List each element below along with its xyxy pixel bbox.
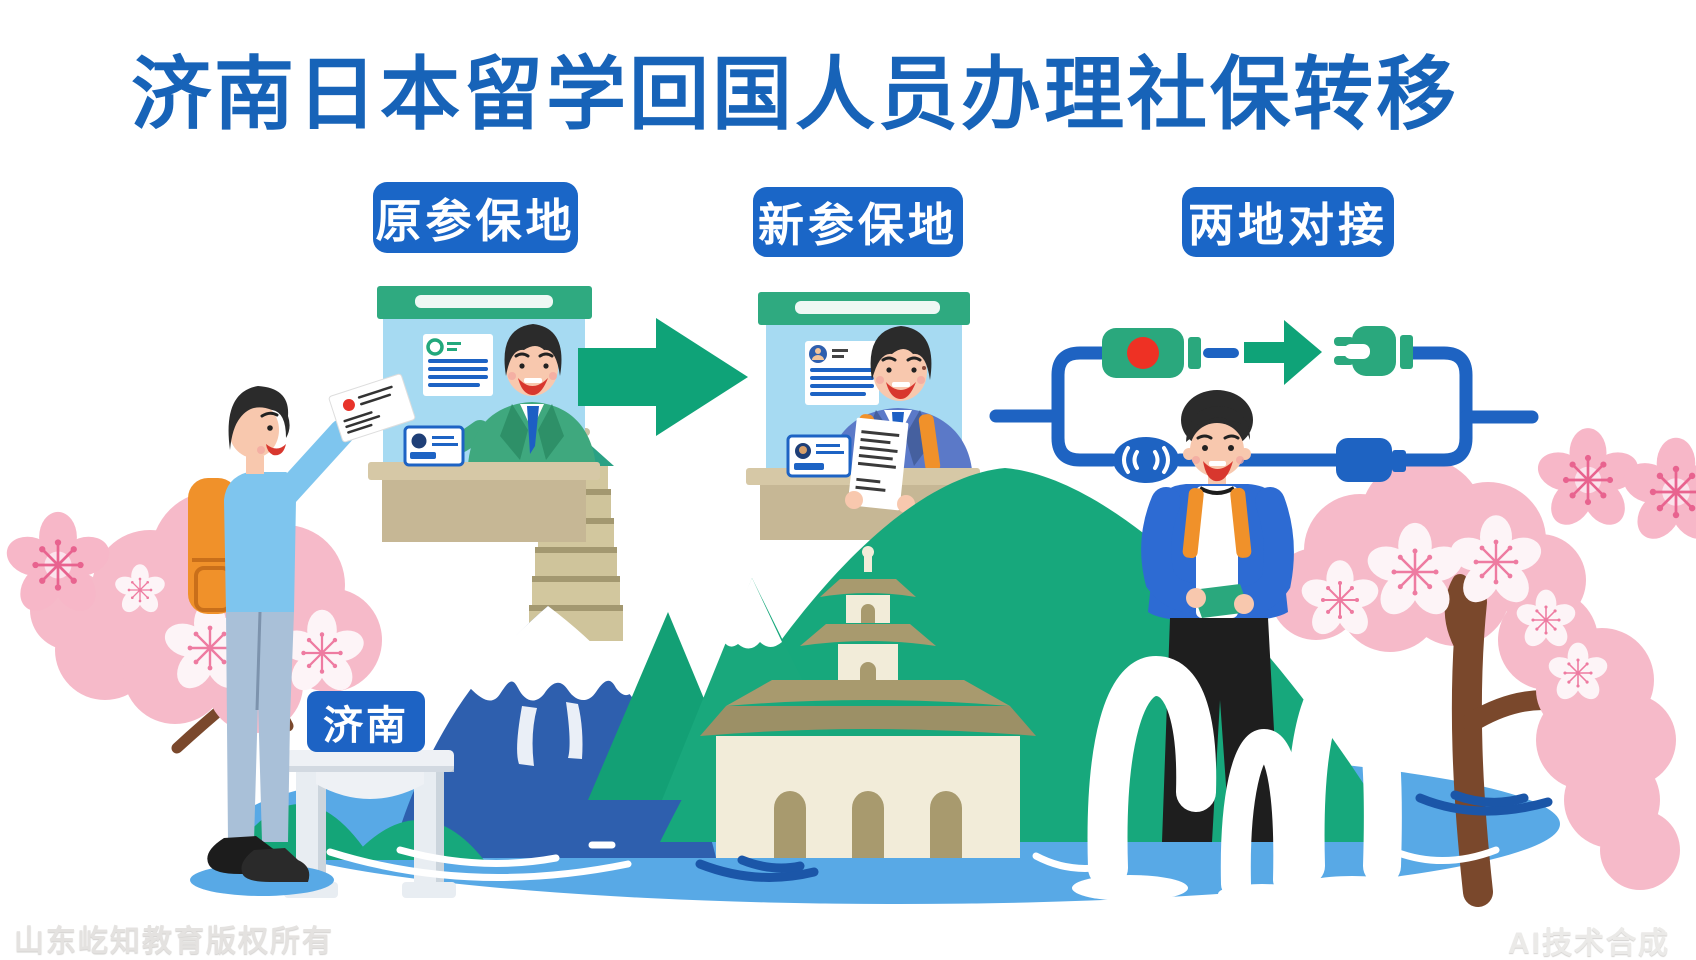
transfer-arrow-icon [578,318,748,436]
counter-original [368,286,600,542]
application-document [847,417,909,511]
transfer-document [328,373,416,443]
cherry-blossom-right [1270,428,1696,907]
wireless-link-connector-icon [1113,437,1179,483]
step-label-link-places: 两地对接 [1182,187,1394,257]
step-label-new-place: 新参保地 [753,187,963,257]
step-label-original-place: 原参保地 [373,182,578,253]
blue-connector-block-icon [1336,438,1406,482]
notice-poster [805,341,879,405]
pagoda-temple [700,546,1036,858]
id-card [786,434,852,478]
connection-diagram [989,320,1539,483]
counter-body [382,480,586,542]
jinan-city-sign: 济南 [307,691,425,752]
baotu-spring-fountain [1072,655,1408,904]
page-title: 济南日本留学回国人员办理社保转移 [131,50,1459,139]
plug-with-red-indicator-icon [1102,328,1201,378]
ai-generated-watermark: AI技术合成 [1508,927,1670,960]
copyright-watermark: 山东屹知教育版权所有 [14,925,334,958]
connect-arrow-icon [1244,320,1322,385]
water-ripples [326,790,1553,882]
returnee-student [188,373,416,896]
green-card [1192,584,1250,618]
green-hook-plug-icon [1334,326,1413,376]
counter-top [368,462,600,480]
sakura-flower-icon [1618,438,1696,548]
id-card [403,425,465,467]
notice-poster [423,334,493,396]
